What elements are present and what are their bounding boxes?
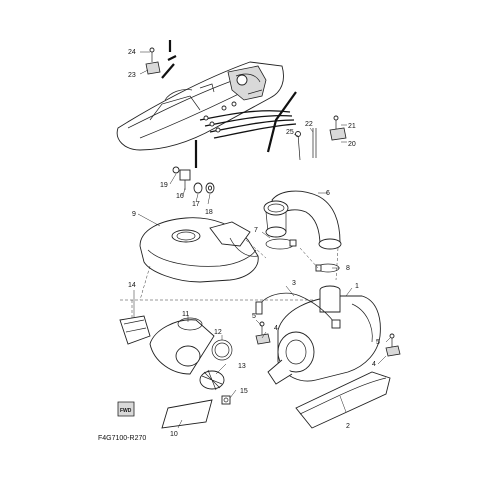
fwd-label: FWD xyxy=(120,408,132,414)
callout-9: 9 xyxy=(132,211,136,218)
pin-22 xyxy=(312,128,317,158)
callout-18: 18 xyxy=(205,209,213,216)
pipe-6 xyxy=(263,190,342,250)
fwd-arrow-icon: FWD xyxy=(117,401,135,417)
callout-17: 17 xyxy=(192,201,200,208)
muffler-9 xyxy=(139,217,259,283)
bolt-21 xyxy=(333,115,339,130)
callout-15: 15 xyxy=(240,388,248,395)
plate-10 xyxy=(161,399,213,429)
drawing-code: F4G7100-R270 xyxy=(98,435,146,442)
callout-2: 2 xyxy=(346,423,350,430)
callout-10: 10 xyxy=(170,431,178,438)
callout-7: 7 xyxy=(254,227,258,234)
pipe-ring xyxy=(175,345,201,367)
callout-14: 14 xyxy=(128,282,136,289)
callout-13: 13 xyxy=(238,363,246,370)
grate-13 xyxy=(199,369,225,391)
callout-16: 16 xyxy=(176,193,184,200)
callout-4-left: 4 xyxy=(274,325,278,332)
bracket-left xyxy=(161,40,177,79)
bracket-right xyxy=(266,91,297,153)
hull-fasteners xyxy=(203,101,237,133)
clip-4-right xyxy=(385,345,401,357)
callout-21: 21 xyxy=(348,123,356,130)
fitting-16 xyxy=(179,169,191,190)
callout-22: 22 xyxy=(305,121,313,128)
cone-11 xyxy=(149,317,215,375)
washer-17 xyxy=(193,182,203,194)
clip-4-left xyxy=(255,333,271,345)
callout-23: 23 xyxy=(128,72,136,79)
watercraft-hull xyxy=(116,61,284,151)
clip-20 xyxy=(329,127,347,141)
callout-8: 8 xyxy=(346,265,350,272)
water-box-1 xyxy=(267,285,381,385)
callout-3: 3 xyxy=(292,280,296,287)
leader-lines xyxy=(133,51,391,429)
callout-5-right: 5 xyxy=(376,339,380,346)
callout-19: 19 xyxy=(160,182,168,189)
callout-5-left: 5 xyxy=(252,313,256,320)
deflector-2 xyxy=(295,371,391,429)
bracket-14 xyxy=(119,315,151,345)
clamp-12 xyxy=(211,339,233,361)
callout-11: 11 xyxy=(182,311,189,318)
nut-19 xyxy=(172,166,180,174)
callout-25: 25 xyxy=(286,129,294,136)
clamp-7 xyxy=(265,238,297,250)
callout-20: 20 xyxy=(348,141,356,148)
callout-12: 12 xyxy=(214,329,222,336)
hose-3 xyxy=(255,292,341,329)
nut-15 xyxy=(221,395,231,405)
dashed-guides xyxy=(120,239,340,320)
callout-6: 6 xyxy=(326,190,330,197)
clip-24 xyxy=(149,47,155,62)
callout-1: 1 xyxy=(355,283,359,290)
callout-24: 24 xyxy=(128,49,136,56)
clip-23 xyxy=(145,61,161,75)
callout-4-right: 4 xyxy=(372,361,376,368)
callouts: 1 2 3 4 4 5 5 6 7 8 9 10 11 12 13 14 15 … xyxy=(128,49,380,438)
